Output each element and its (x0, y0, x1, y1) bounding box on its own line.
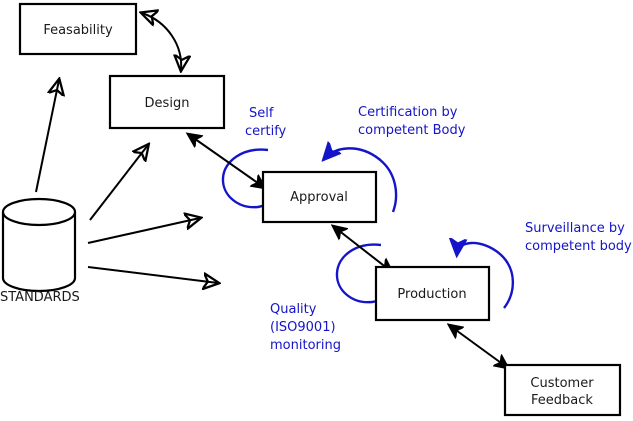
edge-standards-production (87, 266, 218, 283)
annotation-self-certify-line2: certify (245, 124, 287, 139)
annotation-quality: Quality (ISO9001) monitoring (270, 302, 341, 353)
node-approval[interactable]: Approval (261, 170, 378, 224)
annotation-certification-line2: competent Body (358, 123, 466, 138)
node-design-label: Design (145, 96, 190, 111)
annotation-self-certify: Self certify (245, 106, 287, 139)
edge-standards-approval (87, 218, 200, 244)
edge-production-customer (449, 325, 508, 368)
node-production[interactable]: Production (374, 265, 491, 322)
edge-approval-production (333, 226, 392, 272)
edge-design-approval (188, 134, 265, 188)
node-feasability[interactable]: Feasability (18, 2, 138, 56)
node-standards[interactable]: STANDARDS (0, 197, 80, 305)
annotation-quality-line1: Quality (270, 302, 317, 317)
annotation-quality-line2: (ISO9001) (270, 320, 336, 335)
node-feasability-label: Feasability (43, 23, 113, 38)
annotation-surveillance-line2: competent body (525, 239, 632, 254)
node-customer-feedback-label-line2: Feedback (531, 393, 593, 408)
annotation-certification-line1: Certification by (358, 105, 458, 120)
edge-feasability-design (142, 13, 181, 70)
edge-standards-feasability (35, 80, 59, 193)
annotation-certification: Certification by competent Body (358, 105, 466, 138)
node-design[interactable]: Design (108, 74, 226, 130)
edge-standards-design (89, 145, 148, 221)
node-production-label: Production (397, 287, 466, 302)
loop-certification (325, 148, 398, 213)
annotation-surveillance: Surveillance by competent body (525, 221, 632, 254)
loop-surveillance (457, 243, 514, 309)
annotation-surveillance-line1: Surveillance by (525, 221, 625, 236)
node-standards-label: STANDARDS (0, 290, 80, 305)
node-customer-feedback-label-line1: Customer (530, 376, 594, 391)
node-customer-feedback[interactable]: Customer Feedback (503, 363, 622, 417)
annotation-quality-line3: monitoring (270, 338, 341, 353)
annotation-self-certify-line1: Self (249, 106, 274, 121)
node-approval-label: Approval (290, 190, 348, 205)
